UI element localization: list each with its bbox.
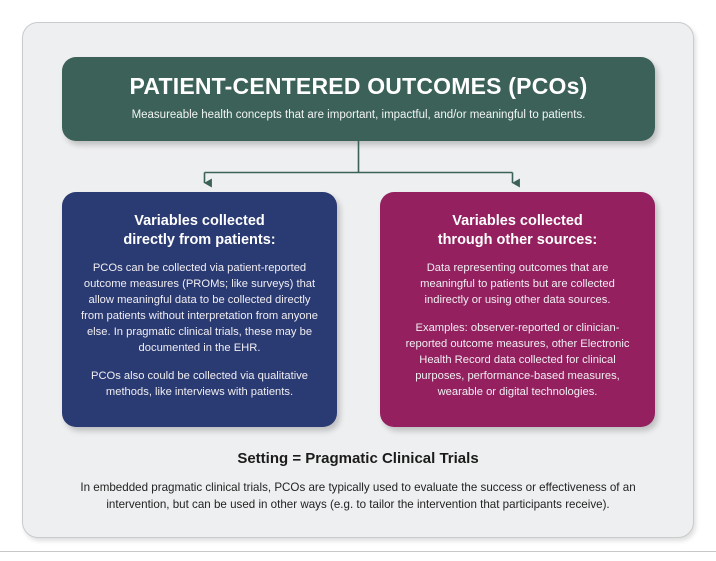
branch-left-title-line1: Variables collected — [134, 213, 265, 229]
branch-right-title-line1: Variables collected — [452, 213, 583, 229]
branch-left-title-line2: directly from patients: — [123, 232, 276, 249]
branch-left-paragraph-2: PCOs also could be collected via qualita… — [90, 369, 309, 398]
branch-left-paragraph-1: PCOs can be collected via patient-report… — [81, 262, 318, 354]
bottom-divider — [0, 551, 716, 552]
branch-left-title: Variables collected directly from patien… — [78, 212, 321, 250]
footer-body: In embedded pragmatic clinical trials, P… — [80, 481, 636, 511]
branch-right-title-line2: through other sources: — [437, 232, 598, 249]
branch-card-direct-from-patients: Variables collected directly from patien… — [62, 192, 337, 427]
branch-right-paragraph-2: Examples: observer-reported or clinician… — [405, 321, 630, 398]
branch-right-title: Variables collected through other source… — [396, 212, 639, 250]
footer-title: Setting = Pragmatic Clinical Trials — [237, 450, 479, 467]
footer-section: Setting = Pragmatic Clinical Trials In e… — [46, 450, 670, 514]
header-subtitle: Measureable health concepts that are imp… — [131, 109, 586, 122]
header-card-patient-centered-outcomes: PATIENT-CENTERED OUTCOMES (PCOs) Measure… — [62, 57, 655, 141]
page-title: PATIENT-CENTERED OUTCOMES (PCOs) — [129, 73, 588, 99]
branch-card-other-sources: Variables collected through other source… — [380, 192, 655, 427]
branch-right-paragraph-1: Data representing outcomes that are mean… — [420, 262, 615, 307]
